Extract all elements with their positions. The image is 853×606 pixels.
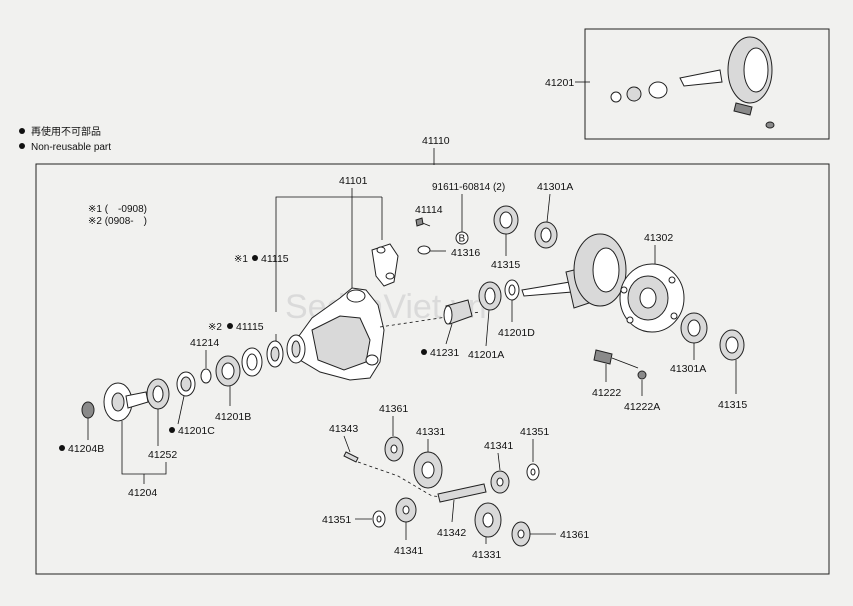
non-reusable-dot-icon bbox=[19, 128, 25, 134]
label-41222: 41222 bbox=[592, 387, 621, 399]
bearing-41315-bottom-icon bbox=[719, 329, 745, 361]
leader-line bbox=[485, 309, 490, 347]
label-41204: 41204 bbox=[128, 487, 157, 499]
label-41201C: 41201C bbox=[178, 425, 215, 437]
lock-41222-icon bbox=[593, 349, 647, 380]
label-41201B: 41201B bbox=[215, 411, 251, 423]
washer-41214-icon bbox=[200, 368, 212, 384]
note2-prefix: ※2 bbox=[208, 322, 222, 333]
label-41341-left: 41341 bbox=[394, 545, 423, 557]
label-41342: 41342 bbox=[437, 527, 466, 539]
non-reusable-dot-icon bbox=[169, 427, 175, 433]
label-91611: 91611-60814 (2) bbox=[432, 182, 505, 193]
label-41101: 41101 bbox=[339, 175, 368, 187]
seal-41252-icon bbox=[146, 378, 170, 410]
non-reusable-dot-icon bbox=[421, 349, 427, 355]
race-41201D-icon bbox=[504, 279, 520, 301]
label-41201D: 41201D bbox=[498, 327, 535, 339]
plug-41316-icon bbox=[417, 245, 446, 255]
label-41351-right: 41351 bbox=[520, 426, 549, 438]
side-gear-41331-bottom-icon bbox=[474, 502, 502, 538]
label-41115-a: 41115 bbox=[261, 253, 289, 265]
label-41302: 41302 bbox=[644, 232, 673, 244]
bearing-41201B-icon bbox=[215, 355, 241, 387]
label-41201A: 41201A bbox=[468, 349, 504, 361]
legend-jp-text: 再使用不可部品 bbox=[31, 125, 101, 138]
non-reusable-dot-icon bbox=[227, 323, 233, 329]
leader-line bbox=[445, 323, 453, 345]
label-41331-top: 41331 bbox=[416, 426, 445, 438]
race-41201B-b-icon bbox=[241, 347, 263, 377]
bolt-ref-letter: B bbox=[459, 234, 466, 245]
leader-line bbox=[177, 395, 185, 425]
non-reusable-dot-icon bbox=[252, 255, 258, 261]
bearing-41301A-top-icon bbox=[534, 221, 558, 249]
ring-pinion-set-frame bbox=[584, 28, 830, 140]
leader-line bbox=[275, 196, 382, 312]
side-gear-41331-top-icon bbox=[413, 451, 443, 489]
label-41316: 41316 bbox=[451, 247, 480, 259]
bearing-41315-top-icon bbox=[493, 205, 519, 235]
label-41110: 41110 bbox=[422, 135, 450, 147]
label-41204B: 41204B bbox=[68, 443, 104, 455]
seal-41115-b-icon bbox=[266, 340, 284, 368]
bolt-ref-circle-icon bbox=[455, 231, 469, 245]
label-41331-bottom: 41331 bbox=[472, 549, 501, 561]
shaft-41342-icon bbox=[437, 483, 487, 503]
carrier-housing-41101-icon bbox=[295, 243, 399, 381]
note-2: ※2 (0908- ) bbox=[88, 216, 147, 227]
label-41222A: 41222A bbox=[624, 401, 660, 413]
ring-gear-pinion-set-icon bbox=[610, 36, 775, 129]
bearing-41301A-bottom-icon bbox=[680, 312, 708, 344]
seal-41115-a-icon bbox=[286, 334, 306, 364]
leader-line bbox=[343, 435, 351, 453]
note1-prefix: ※1 bbox=[234, 254, 248, 265]
pin-41343-icon bbox=[343, 451, 359, 463]
label-41315-bottom: 41315 bbox=[718, 399, 747, 411]
leader-line bbox=[497, 452, 501, 471]
flange-41204-icon bbox=[103, 382, 149, 422]
pinion-gear-41341-right-icon bbox=[490, 470, 510, 494]
bearing-41201A-icon bbox=[478, 281, 502, 311]
washer-41361-bottom-icon bbox=[511, 521, 531, 547]
pinion-ring-gear-icon bbox=[521, 233, 627, 309]
leader-line bbox=[121, 421, 167, 475]
bolt-41114-icon bbox=[415, 217, 431, 227]
label-41301A-bottom: 41301A bbox=[670, 363, 706, 375]
spacer-41231-icon bbox=[443, 299, 473, 325]
label-41361-top: 41361 bbox=[379, 403, 408, 415]
washer-41361-top-icon bbox=[384, 436, 404, 462]
washer-41351-right-icon bbox=[526, 463, 540, 481]
label-41114: 41114 bbox=[415, 204, 443, 216]
label-41115-b: 41115 bbox=[236, 321, 264, 333]
race-41201C-icon bbox=[176, 371, 196, 397]
carrier-assembly-frame bbox=[35, 163, 830, 575]
nut-41204B-icon bbox=[81, 401, 95, 419]
non-reusable-dot-icon bbox=[19, 143, 25, 149]
label-41214: 41214 bbox=[190, 337, 219, 349]
note-1: ※1 ( -0908) bbox=[88, 204, 147, 215]
differential-case-41302-icon bbox=[619, 263, 685, 333]
legend-en-text: Non-reusable part bbox=[31, 142, 111, 153]
leader-line bbox=[451, 499, 455, 523]
label-41315-top: 41315 bbox=[491, 259, 520, 271]
label-41343: 41343 bbox=[329, 423, 358, 435]
label-41231: 41231 bbox=[430, 347, 459, 359]
pinion-gear-41341-left-icon bbox=[395, 497, 417, 523]
label-41201: 41201 bbox=[545, 77, 574, 89]
non-reusable-dot-icon bbox=[59, 445, 65, 451]
label-41252: 41252 bbox=[148, 449, 177, 461]
leader-line bbox=[546, 193, 551, 223]
assembly-dashed-line bbox=[357, 461, 461, 499]
washer-41351-left-icon bbox=[372, 510, 386, 528]
label-41341-right: 41341 bbox=[484, 440, 513, 452]
label-41361-bottom: 41361 bbox=[560, 529, 589, 541]
label-41301A-top: 41301A bbox=[537, 181, 573, 193]
label-41351-left: 41351 bbox=[322, 514, 351, 526]
